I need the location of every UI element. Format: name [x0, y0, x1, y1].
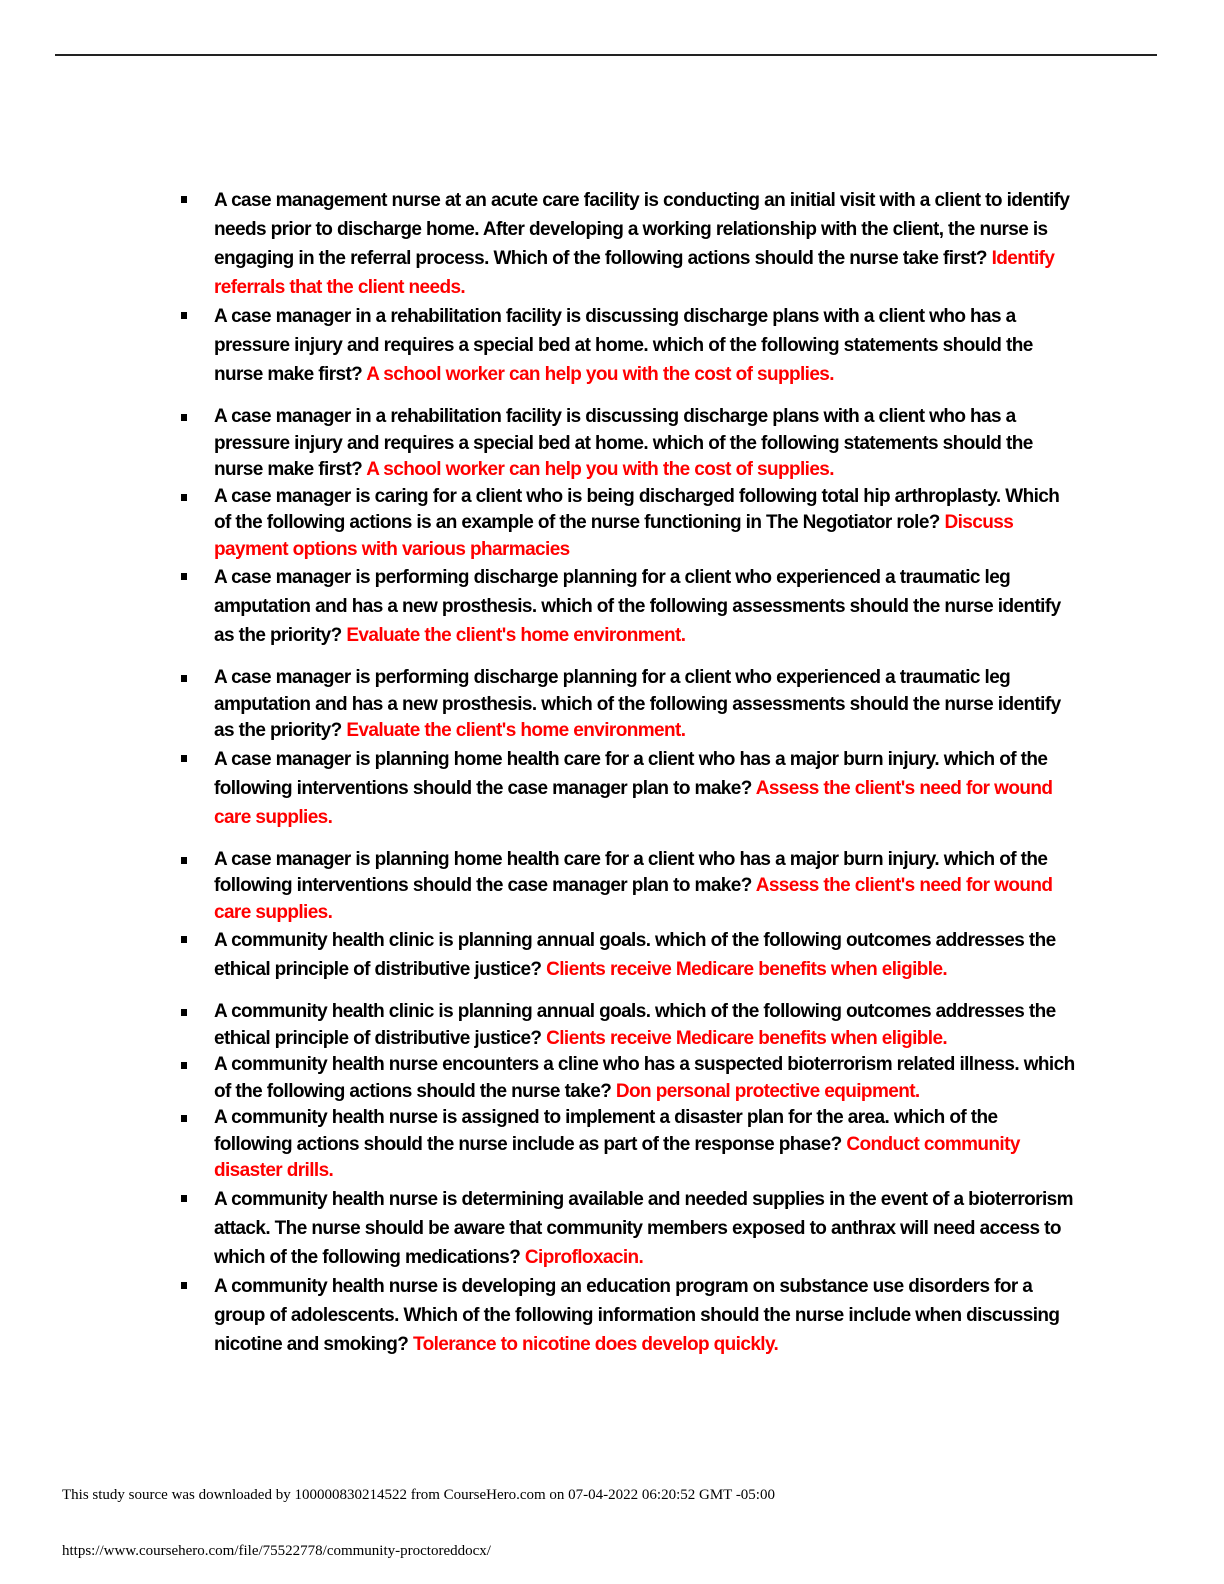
list-item: A community health clinic is planning an… [178, 926, 1078, 984]
question-text: A case manager is planning home health c… [214, 748, 1048, 799]
list-item: A case manager in a rehabilitation facil… [178, 404, 1078, 484]
square-bullet-icon [181, 675, 187, 682]
answer-text: Evaluate the client's home environment. [346, 720, 686, 741]
list-item: A community health clinic is planning an… [178, 999, 1078, 1052]
question-text: A case manager in a rehabilitation facil… [214, 406, 1033, 480]
square-bullet-icon [181, 312, 187, 319]
answer-text: Identify referrals that the client needs… [214, 248, 1055, 298]
square-bullet-icon [181, 1281, 187, 1289]
question-text: A case manager is caring for a client wh… [214, 485, 1060, 534]
question-list: A case management nurse at an acute care… [178, 186, 1078, 1359]
question-text: A community health nurse is determining … [214, 1188, 1074, 1268]
list-item: A case manager is planning home health c… [178, 745, 1078, 832]
square-bullet-icon [181, 196, 187, 203]
download-notice: This study source was downloaded by 1000… [62, 1487, 775, 1503]
answer-text: Clients receive Medicare benefits when e… [546, 959, 948, 980]
question-text: A community health nurse encounters a cl… [214, 1054, 1075, 1102]
answer-text: Discuss payment options with various pha… [214, 512, 1014, 560]
answer-text: Don personal protective equipment. [615, 1080, 920, 1102]
question-text: A community health clinic is planning an… [214, 1001, 1056, 1049]
list-item: A community health nurse encounters a cl… [178, 1052, 1078, 1105]
list-item: A case manager is caring for a client wh… [178, 484, 1078, 564]
square-bullet-icon [181, 1009, 187, 1016]
square-bullet-icon [181, 1062, 187, 1069]
question-text: A community health nurse is developing a… [214, 1275, 1060, 1355]
question-text: A case management nurse at an acute care… [214, 190, 1070, 269]
question-text: A case manager in a rehabilitation facil… [214, 306, 1033, 385]
question-text: A community health nurse is assigned to … [214, 1107, 998, 1155]
square-bullet-icon [181, 856, 187, 864]
question-text: A case manager is performing discharge p… [214, 667, 1061, 741]
square-bullet-icon [181, 1194, 187, 1202]
square-bullet-icon [181, 414, 187, 421]
answer-text: A school worker can help you with the co… [366, 364, 834, 385]
answer-text: Conduct community disaster drills. [214, 1133, 1020, 1182]
answer-text: Evaluate the client's home environment. [346, 625, 686, 646]
square-bullet-icon [181, 754, 187, 762]
header-rule [55, 54, 1157, 56]
list-item: A case manager is planning home health c… [178, 847, 1078, 927]
list-item: A community health nurse is determining … [178, 1185, 1078, 1272]
answer-text: A school worker can help you with the co… [366, 459, 834, 480]
answer-text: Assess the client's need for wound care … [214, 875, 1053, 923]
list-item: A community health nurse is assigned to … [178, 1105, 1078, 1185]
list-item: A community health nurse is developing a… [178, 1272, 1078, 1359]
list-item: A case manager in a rehabilitation facil… [178, 302, 1078, 389]
list-item: A case management nurse at an acute care… [178, 186, 1078, 302]
list-item: A case manager is performing discharge p… [178, 563, 1078, 650]
square-bullet-icon [181, 573, 187, 580]
answer-text: Ciprofloxacin. [524, 1246, 644, 1268]
question-text: A case manager is performing discharge p… [214, 567, 1061, 646]
list-item: A case manager is performing discharge p… [178, 665, 1078, 745]
answer-text: Tolerance to nicotine does develop quick… [413, 1333, 779, 1355]
square-bullet-icon [181, 1115, 187, 1122]
answer-text: Assess the client's need for wound care … [214, 777, 1053, 828]
square-bullet-icon [181, 493, 187, 501]
answer-text: Clients receive Medicare benefits when e… [546, 1027, 948, 1049]
question-text: A case manager is planning home health c… [214, 848, 1048, 897]
source-url-link[interactable]: https://www.coursehero.com/file/75522778… [62, 1543, 491, 1559]
question-text: A community health clinic is planning an… [214, 930, 1056, 980]
square-bullet-icon [181, 936, 187, 943]
